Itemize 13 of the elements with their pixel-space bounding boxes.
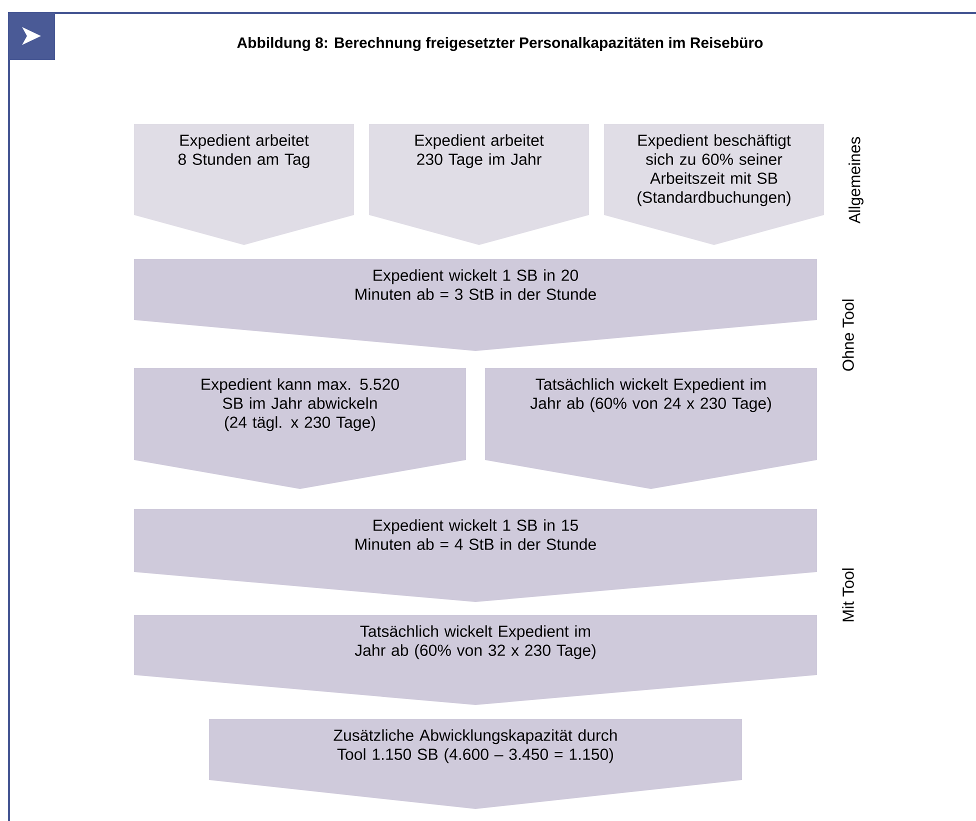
- title: Abbildung 8: Berechnung freigesetzter Personalkapazitäten im Reisebüro: [237, 36, 763, 52]
- chevron-box: Expedient beschäftigt sich zu 60% seiner Arbeitszeit mit SB (Standardbuchungen): [604, 124, 824, 245]
- chevron-box: Tatsächlich wickelt Expedient im Jahr ab (60% von 24 x 230 Tage): [485, 368, 817, 489]
- section-label: Mit Tool: [842, 568, 854, 622]
- chevron-box: Expedient wickelt 1 SB in 20 Minuten ab = 3 StB in der Stunde: [134, 259, 817, 351]
- chevron-box: Expedient kann max. 5.520 SB im Jahr abwickeln (24 tägl. x 230 Tage): [134, 368, 466, 489]
- chevron-box: Expedient arbeitet 230 Tage im Jahr: [369, 124, 589, 245]
- section-label: Allgemeines: [848, 137, 864, 224]
- chevron-box: Expedient wickelt 1 SB in 15 Minuten ab = 4 StB in der Stunde: [134, 509, 817, 602]
- chevron-box: Tatsächlich wickelt Expedient im Jahr ab (60% von 32 x 230 Tage): [134, 615, 817, 705]
- chevron-box: Expedient arbeitet 8 Stunden am Tag: [134, 124, 354, 245]
- chevron-box: Zusätzliche Abwicklungskapazität durch Tool 1.150 SB (4.600 – 3.450 = 1.150): [209, 719, 742, 809]
- section-label: Ohne Tool: [842, 300, 854, 371]
